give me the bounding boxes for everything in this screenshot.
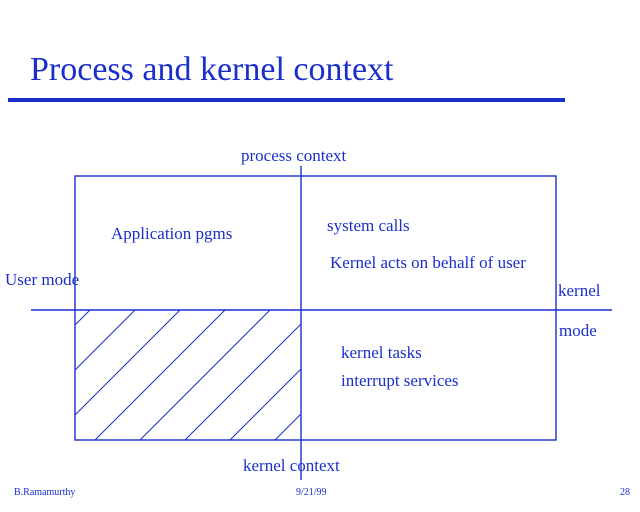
footer-date: 9/21/99 — [296, 487, 327, 498]
label-process-context: process context — [241, 146, 347, 165]
process-kernel-context-diagram: process context Application pgms User mo… — [0, 130, 640, 490]
label-kernel-tasks: kernel tasks — [341, 343, 422, 362]
footer-author: B.Ramamurthy — [14, 487, 76, 498]
label-application-pgms: Application pgms — [111, 224, 233, 243]
label-system-calls: system calls — [327, 216, 410, 235]
page-title: Process and kernel context — [30, 51, 394, 88]
hatched-region — [75, 310, 301, 440]
label-user-mode: User mode — [5, 270, 80, 289]
title-underline-rule — [8, 98, 565, 102]
slide-footer: B.Ramamurthy 9/21/99 28 — [0, 486, 640, 506]
label-kernel-mode-line1: kernel — [558, 281, 601, 300]
footer-page-number: 28 — [620, 487, 630, 498]
label-kernel-acts-on-behalf-of-user: Kernel acts on behalf of user — [330, 253, 526, 272]
context-box-outline — [74, 175, 557, 441]
label-kernel-context: kernel context — [243, 456, 340, 475]
label-interrupt-services: interrupt services — [341, 371, 459, 390]
label-kernel-mode-line2: mode — [559, 321, 597, 340]
diagram-graphics — [31, 166, 612, 480]
